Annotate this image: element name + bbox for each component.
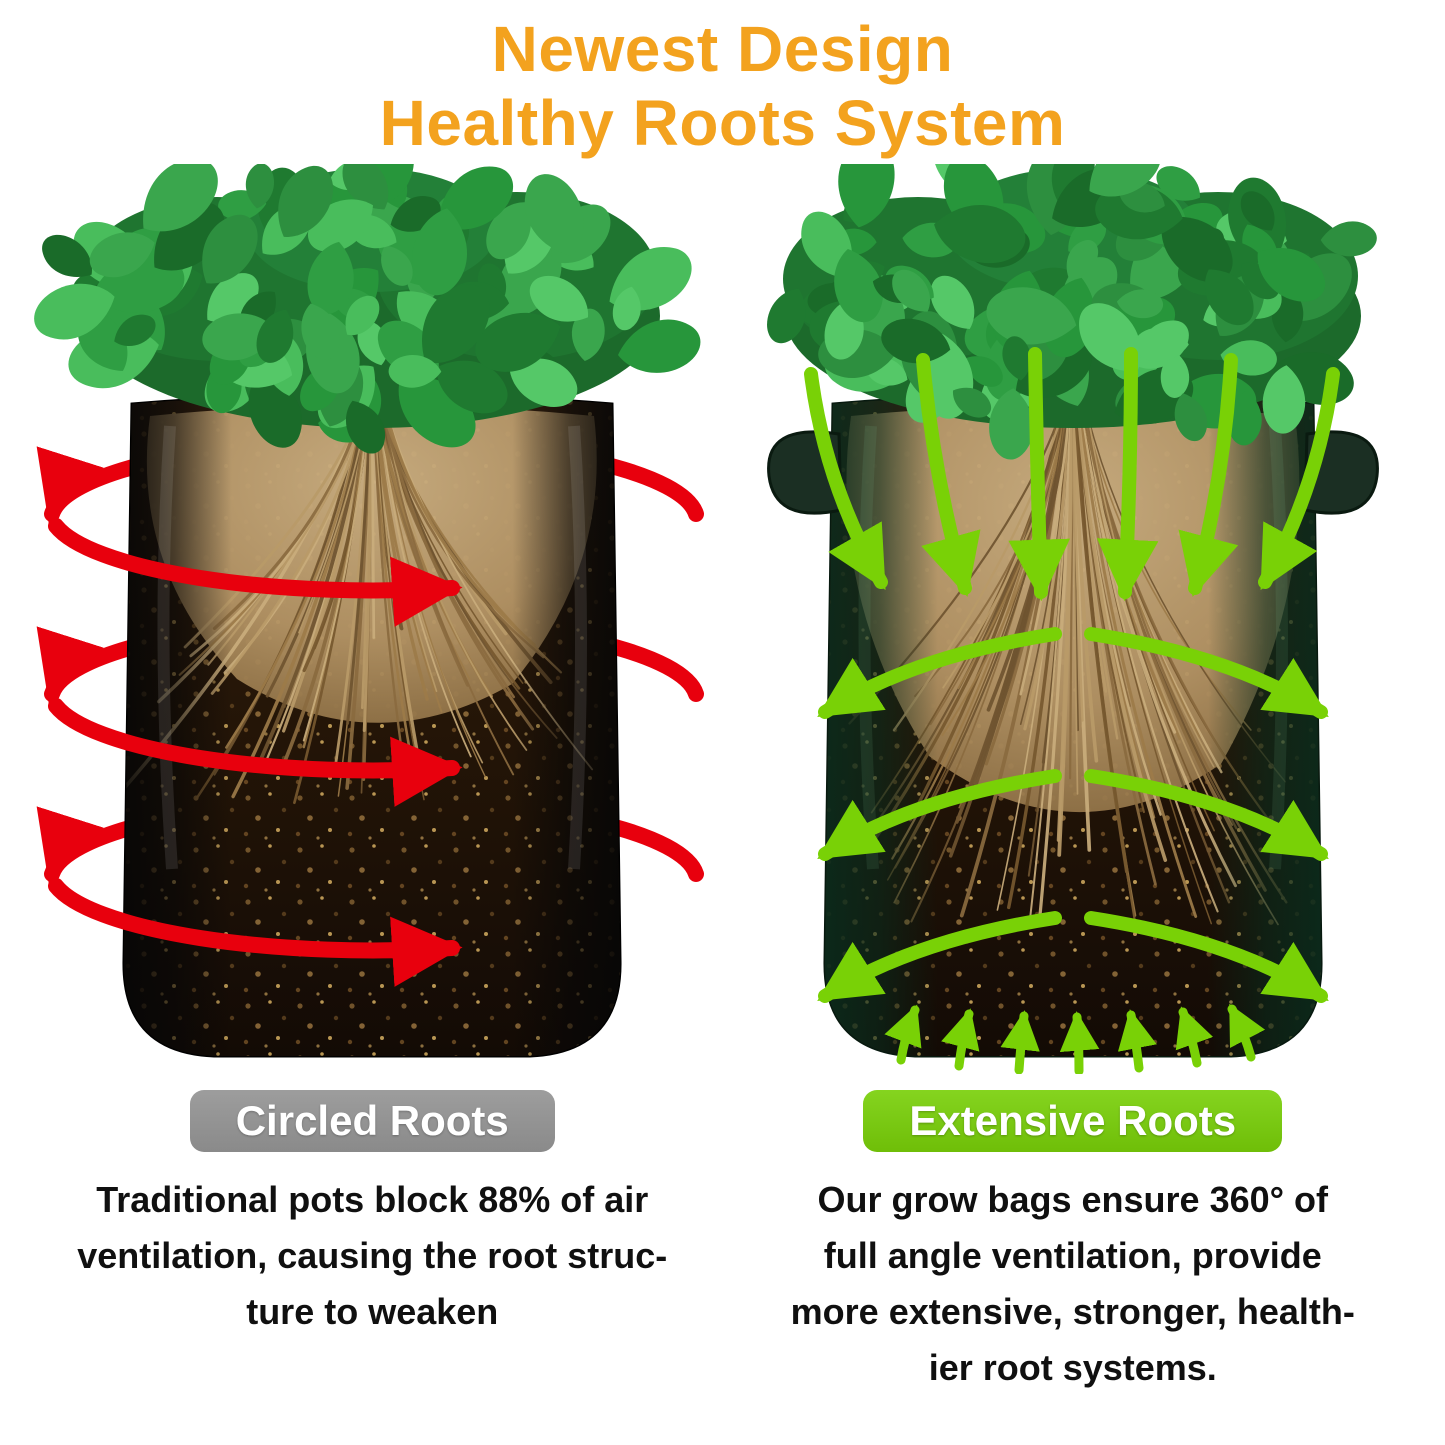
right-panel: Extensive Roots Our grow bags ensure 360… (723, 164, 1424, 1395)
red-rotation-arrows-front-icon (48, 518, 463, 988)
comparison-columns: Circled Roots Traditional pots block 88%… (0, 164, 1445, 1395)
left-panel: Circled Roots Traditional pots block 88%… (22, 164, 723, 1395)
green-ventilation-arrows-bottom-icon (884, 1004, 1265, 1075)
green-ventilation-arrows-sides-icon (816, 627, 1329, 1004)
title-line-2: Healthy Roots System (379, 87, 1066, 160)
grow-bag-black (122, 392, 622, 1058)
page-title: Newest Design Healthy Roots System (380, 12, 1066, 160)
bag-interior (824, 394, 1321, 1057)
extensive-roots-badge: Extensive Roots (863, 1090, 1283, 1153)
bag-wall-shading (824, 394, 1321, 1057)
circled-roots-illustration (32, 164, 705, 1058)
extensive-roots-illustration (757, 164, 1379, 1075)
circled-roots-badge: Circled Roots (189, 1090, 555, 1153)
circled-roots-description: Traditional pots block 88% of air ventil… (77, 1179, 668, 1333)
title-line-1: Newest Design (491, 13, 954, 85)
bag-wall-shading (124, 394, 621, 1057)
green-ventilation-arrows-top-icon (803, 347, 1340, 602)
bag-interior (124, 394, 621, 1057)
extensive-roots-description: Our grow bags ensure 360° of full angle … (790, 1179, 1355, 1388)
plant-canopy (32, 164, 703, 464)
